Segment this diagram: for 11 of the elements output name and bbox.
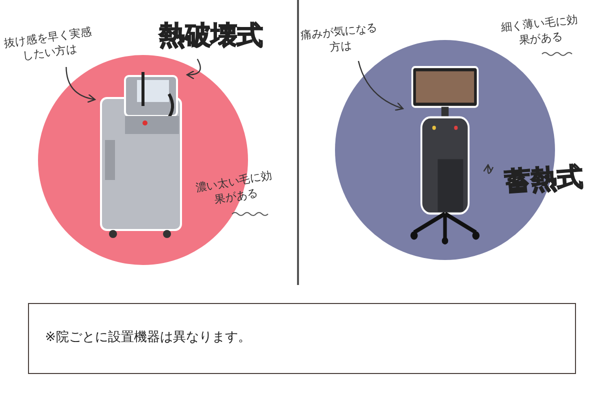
curved-arrow <box>66 66 96 103</box>
callout-text: 濃い太い毛に効果がある <box>194 168 274 209</box>
callout-text: 痛みが気になる方は <box>298 20 382 62</box>
note-text: ※院ごとに設置機器は異なります。 <box>28 303 576 374</box>
curved-arrow <box>483 164 494 174</box>
heading-text: 蓄熱式 <box>494 156 594 204</box>
callout-text: 抜け感を早く実感したい方は <box>2 24 96 70</box>
curved-arrow <box>186 58 201 80</box>
curved-arrow <box>358 60 404 111</box>
callout-text: 細く薄い毛に効果がある <box>499 12 580 50</box>
heading-text: 熱破壊式 <box>150 16 272 56</box>
